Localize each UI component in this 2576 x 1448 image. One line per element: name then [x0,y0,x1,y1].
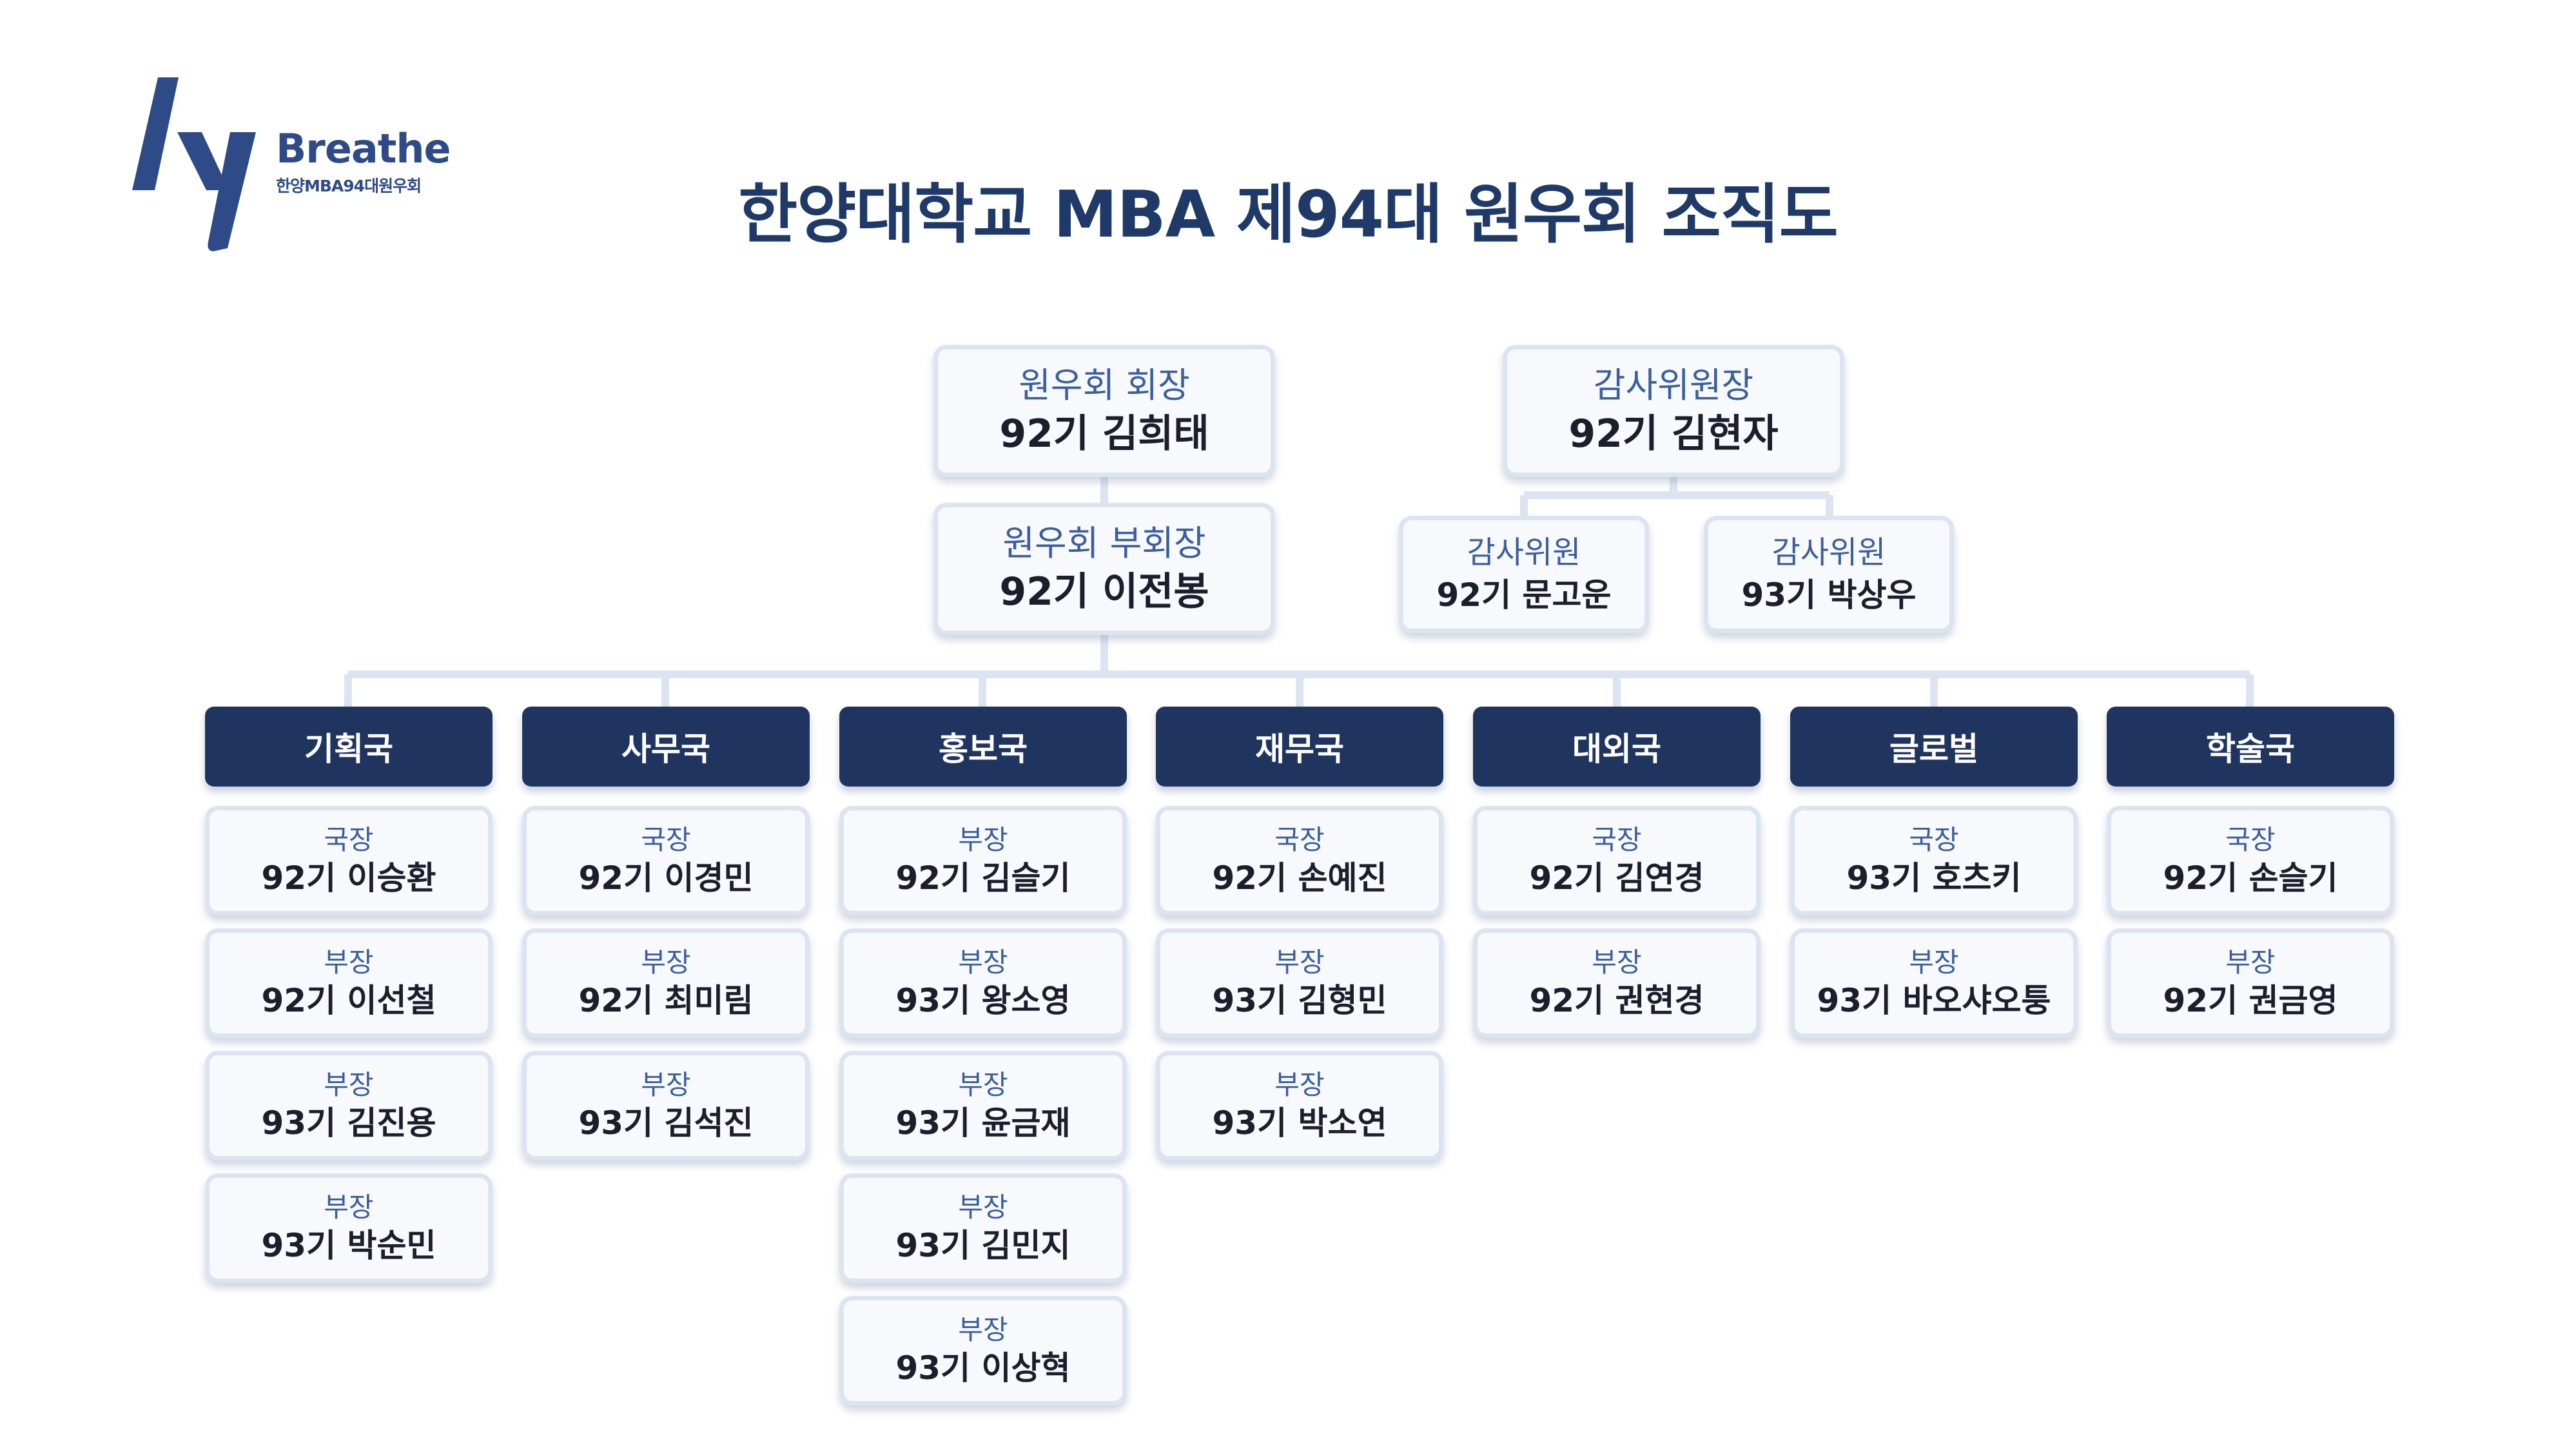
member-name: 93기 김형민 [1212,982,1387,1020]
member-name: 92기 손슬기 [2163,859,2338,897]
member-role: 부장 [324,1191,374,1223]
member-card: 부장 93기 박순민 [205,1173,493,1283]
member-role: 부장 [1909,946,1959,978]
member-name: 93기 왕소영 [895,982,1071,1020]
department-header: 홍보국 [839,707,1127,787]
member-role: 국장 [1274,823,1325,856]
member-role: 부장 [1592,946,1642,978]
member-role: 부장 [641,1068,691,1101]
president-role: 원우회 회장 [1019,365,1190,406]
breathe-logo-icon [132,77,256,251]
president-name: 92기 김희태 [999,411,1209,456]
member-name: 92기 김슬기 [895,859,1071,897]
member-name: 93기 김민지 [895,1227,1071,1265]
member-role: 부장 [958,946,1008,978]
member-name: 93기 박소연 [1212,1104,1387,1142]
brand-name: Breathe [276,125,451,172]
chief-auditor-name: 92기 김현자 [1568,411,1779,456]
department-header: 학술국 [2107,707,2394,787]
member-role: 부장 [958,1068,1008,1101]
member-card: 부장 93기 이상혁 [839,1296,1127,1405]
department-header: 대외국 [1473,707,1761,787]
auditor-name: 93기 박상우 [1741,576,1917,614]
member-name: 93기 이상혁 [895,1349,1071,1387]
member-role: 부장 [641,946,691,978]
member-name: 92기 권금영 [2163,982,2338,1020]
member-card: 부장 92기 권금영 [2107,928,2394,1038]
member-name: 92기 이경민 [578,859,754,897]
member-role: 국장 [2225,823,2276,856]
member-name: 93기 박순민 [261,1227,436,1265]
brand-subtitle: 한양MBA94대원우회 [276,177,422,195]
member-role: 부장 [324,946,374,978]
member-role: 국장 [641,823,691,856]
member-card: 부장 93기 바오샤오퉁 [1790,928,2078,1038]
member-name: 92기 이선철 [261,982,436,1020]
vice-president-node: 원우회 부회장 92기 이전봉 [933,503,1275,635]
member-name: 92기 김연경 [1529,859,1704,897]
page-title: 한양대학교 MBA 제94대 원우회 조직도 [738,177,1839,252]
member-name: 92기 손예진 [1212,859,1387,897]
member-name: 93기 김석진 [578,1104,754,1142]
member-role: 부장 [958,823,1008,856]
member-name: 92기 최미림 [578,982,754,1020]
chief-auditor-role: 감사위원장 [1593,365,1754,406]
member-name: 92기 권현경 [1529,982,1704,1020]
member-name: 92기 이승환 [261,859,436,897]
member-role: 국장 [324,823,374,856]
auditor-name: 92기 문고운 [1436,576,1612,614]
member-card: 부장 93기 김민지 [839,1173,1127,1283]
member-card: 부장 92기 최미림 [522,928,810,1038]
member-role: 국장 [1909,823,1959,856]
member-role: 부장 [958,1313,1008,1345]
auditor-node: 감사위원 93기 박상우 [1704,516,1954,633]
member-role: 부장 [1274,946,1325,978]
member-role: 부장 [1274,1068,1325,1101]
department-header: 사무국 [522,707,810,787]
department-header: 기획국 [205,707,493,787]
member-card: 부장 92기 권현경 [1473,928,1761,1038]
auditor-role: 감사위원 [1467,534,1581,571]
member-role: 부장 [324,1068,374,1101]
member-card: 부장 92기 이선철 [205,928,493,1038]
member-name: 93기 바오샤오퉁 [1817,982,2051,1020]
member-name: 93기 호츠키 [1846,859,2022,897]
member-card: 부장 93기 김형민 [1156,928,1443,1038]
president-node: 원우회 회장 92기 김희태 [933,345,1275,477]
vice-president-name: 92기 이전봉 [999,569,1209,614]
member-card: 부장 93기 왕소영 [839,928,1127,1038]
auditor-node: 감사위원 92기 문고운 [1399,516,1649,633]
member-role: 부장 [958,1191,1008,1223]
department-header: 재무국 [1156,707,1443,787]
auditor-role: 감사위원 [1771,534,1886,571]
member-name: 93기 윤금재 [895,1104,1071,1142]
member-role: 부장 [2225,946,2276,978]
department-header: 글로벌 [1790,707,2078,787]
vice-president-role: 원우회 부회장 [1002,523,1206,564]
chief-auditor-node: 감사위원장 92기 김현자 [1503,345,1844,477]
member-name: 93기 김진용 [261,1104,436,1142]
member-role: 국장 [1592,823,1642,856]
